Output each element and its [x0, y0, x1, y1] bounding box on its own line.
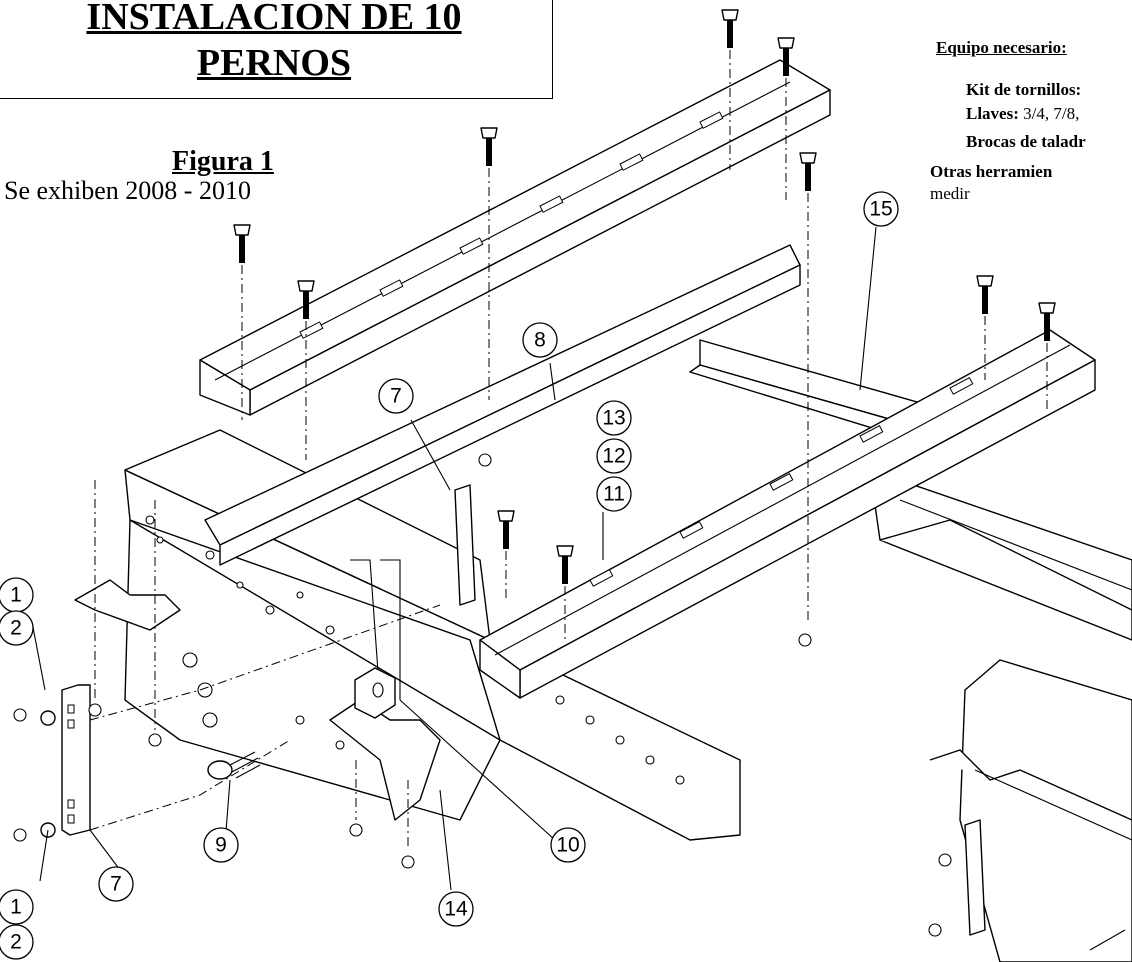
callout-11: 11: [596, 476, 632, 512]
equipment-continuation: medir: [930, 184, 970, 203]
callout-1-upper: 1: [0, 577, 34, 613]
callout-12: 12: [596, 438, 632, 474]
title-box: INSTALACION DE 10 PERNOS: [0, 0, 553, 99]
callout-13: 13: [596, 400, 632, 436]
callout-9: 9: [203, 827, 239, 863]
frame-holes: [145, 515, 685, 785]
equipment-item-other-tools: Otras herramien: [930, 162, 1053, 181]
callout-7-lower: 7: [98, 866, 134, 902]
svg-text:10: 10: [556, 834, 579, 857]
equipment-item-wrenches: Llaves: 3/4, 7/8,: [966, 104, 1080, 123]
svg-text:2: 2: [10, 617, 22, 640]
svg-text:15: 15: [869, 198, 892, 221]
equipment-heading: Equipo necesario:: [936, 38, 1067, 57]
callout-8: 8: [522, 322, 558, 358]
assembly-lines: [89, 50, 1048, 850]
plate-7: [61, 684, 91, 836]
plate-7-center: [454, 484, 476, 606]
bolts: [233, 9, 1056, 584]
title-line-1: INSTALACION DE 10: [86, 0, 462, 38]
callout-2-upper: 2: [0, 610, 34, 646]
svg-text:7: 7: [110, 873, 122, 896]
callout-1-lower: 1: [0, 889, 34, 925]
svg-text:2: 2: [10, 931, 22, 954]
equipment-item-bolt-kit: Kit de tornillos:: [966, 80, 1082, 99]
figure-subtitle: Se exhiben 2008 - 2010: [4, 176, 251, 205]
svg-text:12: 12: [602, 445, 625, 468]
nuts: [13, 453, 812, 869]
svg-text:11: 11: [603, 483, 625, 506]
inset-detail: [928, 659, 1132, 962]
svg-text:1: 1: [10, 896, 22, 919]
callout-7-upper: 7: [378, 378, 414, 414]
callout-10: 10: [550, 827, 586, 863]
svg-text:9: 9: [215, 834, 227, 857]
svg-text:7: 7: [390, 385, 402, 408]
callout-15: 15: [863, 191, 899, 227]
svg-text:1: 1: [10, 584, 22, 607]
callout-2-lower: 2: [0, 924, 34, 960]
upper-left-rail: [199, 59, 831, 416]
rail-slots: [299, 111, 974, 587]
svg-text:13: 13: [602, 407, 625, 430]
title-line-2: PERNOS: [196, 42, 352, 84]
right-frame-rail: [869, 469, 1132, 641]
callout-14: 14: [438, 891, 474, 927]
svg-text:8: 8: [534, 329, 546, 352]
figure-label: Figura 1: [172, 146, 274, 177]
svg-text:14: 14: [444, 898, 468, 921]
middle-rail: [204, 244, 801, 566]
leader-lines: [31, 226, 877, 891]
spacer-block: [354, 667, 396, 719]
bolt-9: [207, 751, 261, 780]
equipment-item-drill-bits: Brocas de taladr: [966, 132, 1086, 151]
